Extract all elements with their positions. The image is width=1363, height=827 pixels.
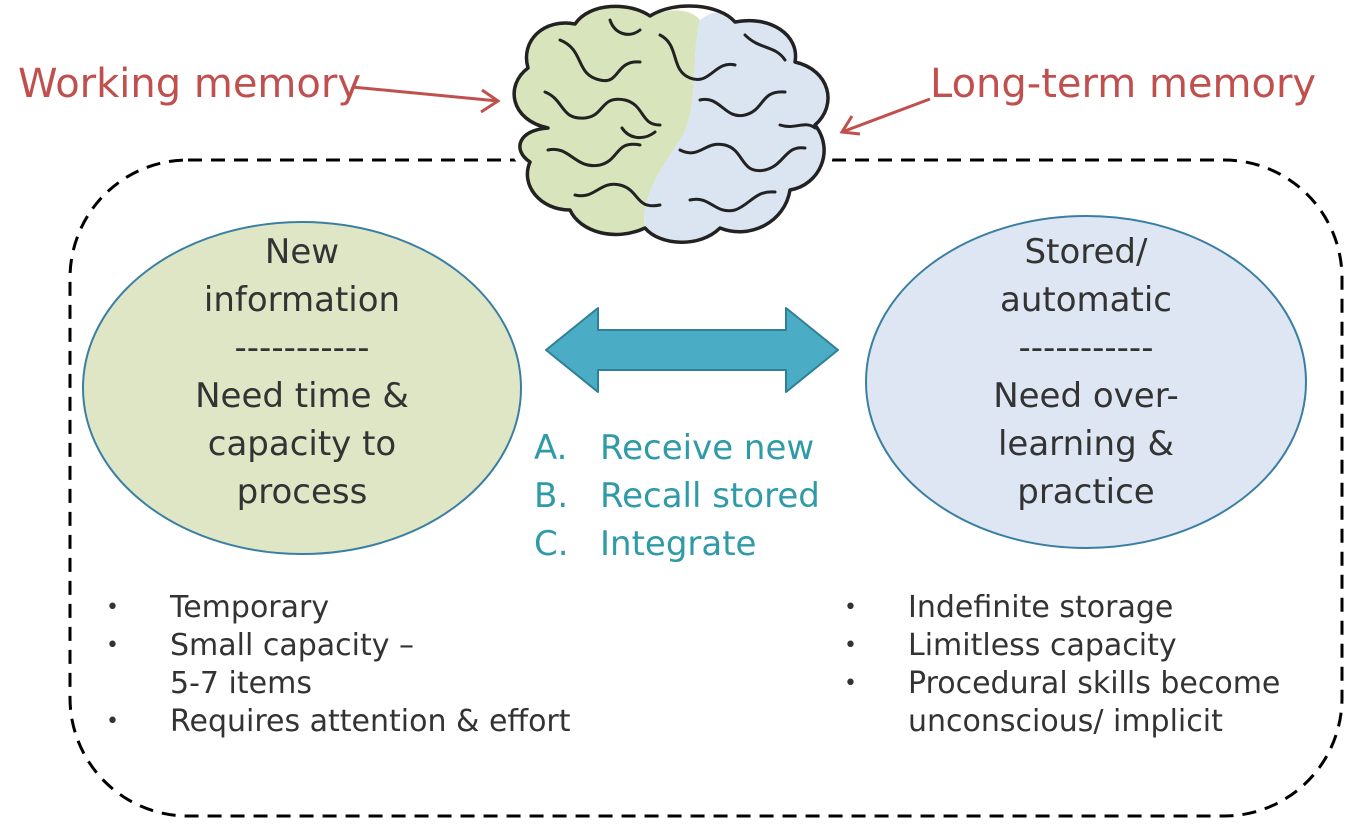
step-text: Recall stored [600,476,820,516]
working-memory-pointer [351,85,501,114]
list-item: • Small capacity – [106,627,706,665]
step-text: Integrate [600,524,757,564]
longterm-line-4: learning & [997,424,1175,464]
bullet-text: Small capacity – [170,628,415,663]
working-memory-ellipse [82,221,522,555]
list-item: unconscious/ implicit [844,703,1344,741]
step-b: B. Recall stored [534,472,820,520]
long-term-memory-ellipse [865,215,1307,549]
step-letter: B. [534,476,569,516]
brain-right-lobe [644,12,829,243]
list-item: • Requires attention & effort [106,703,706,741]
working-divider: ----------- [234,328,370,368]
bullet-text: Indefinite storage [908,590,1174,625]
list-item: • Limitless capacity [844,627,1344,665]
bullet-marker: • [106,633,119,658]
bullet-text: Limitless capacity [908,628,1177,663]
bullet-marker: • [106,709,119,734]
list-item: • Procedural skills become [844,665,1344,703]
bullet-marker: • [106,595,119,620]
step-letter: A. [534,428,568,468]
brain-left-lobe [514,6,700,235]
bullet-marker: • [844,671,857,696]
longterm-line-1: Stored/ [1024,232,1148,272]
bullet-marker: • [844,595,857,620]
long-term-memory-bullets: •Indefinite storage •Limitless capacity … [844,589,1344,741]
working-line-1: New [264,232,340,272]
bullet-text: 5-7 items [170,666,312,701]
list-item: • Temporary [106,589,706,627]
longterm-line-3: Need over- [993,376,1179,416]
process-steps: A. Receive new B. Recall stored C. Integ… [534,424,820,568]
step-text: Receive new [600,428,815,468]
working-line-5: process [236,472,368,512]
bullet-text: unconscious/ implicit [908,704,1223,739]
long-term-memory-text: Stored/ automatic ----------- Need over-… [886,228,1286,516]
long-term-memory-label: Long-term memory [930,61,1317,107]
bullet-text: Temporary [170,590,330,625]
longterm-line-5: practice [1017,472,1155,512]
step-a: A. Receive new [534,424,820,472]
working-memory-text: New information ----------- Need time & … [102,228,502,516]
step-c: C. Integrate [534,520,820,568]
working-memory-bullets: • Temporary • Small capacity – 5-7 items •… [106,589,706,741]
long-term-memory-pointer [839,97,931,136]
list-item: 5-7 items [106,665,706,703]
longterm-divider: ----------- [1018,328,1154,368]
bullet-marker [844,703,908,741]
working-line-3: Need time & [195,376,409,416]
bullet-marker: • [844,633,857,658]
list-item: • Indefinite storage [844,589,1344,627]
working-line-2: information [203,280,401,320]
double-arrow [545,307,839,393]
bullet-text: Procedural skills become [908,666,1281,701]
bullet-marker [106,665,170,703]
brain-illustration [505,0,837,252]
longterm-line-2: automatic [1000,280,1172,320]
step-letter: C. [534,524,569,564]
working-memory-label: Working memory [18,61,361,107]
working-line-4: capacity to [207,424,397,464]
bullet-text: Requires attention & effort [170,704,571,739]
